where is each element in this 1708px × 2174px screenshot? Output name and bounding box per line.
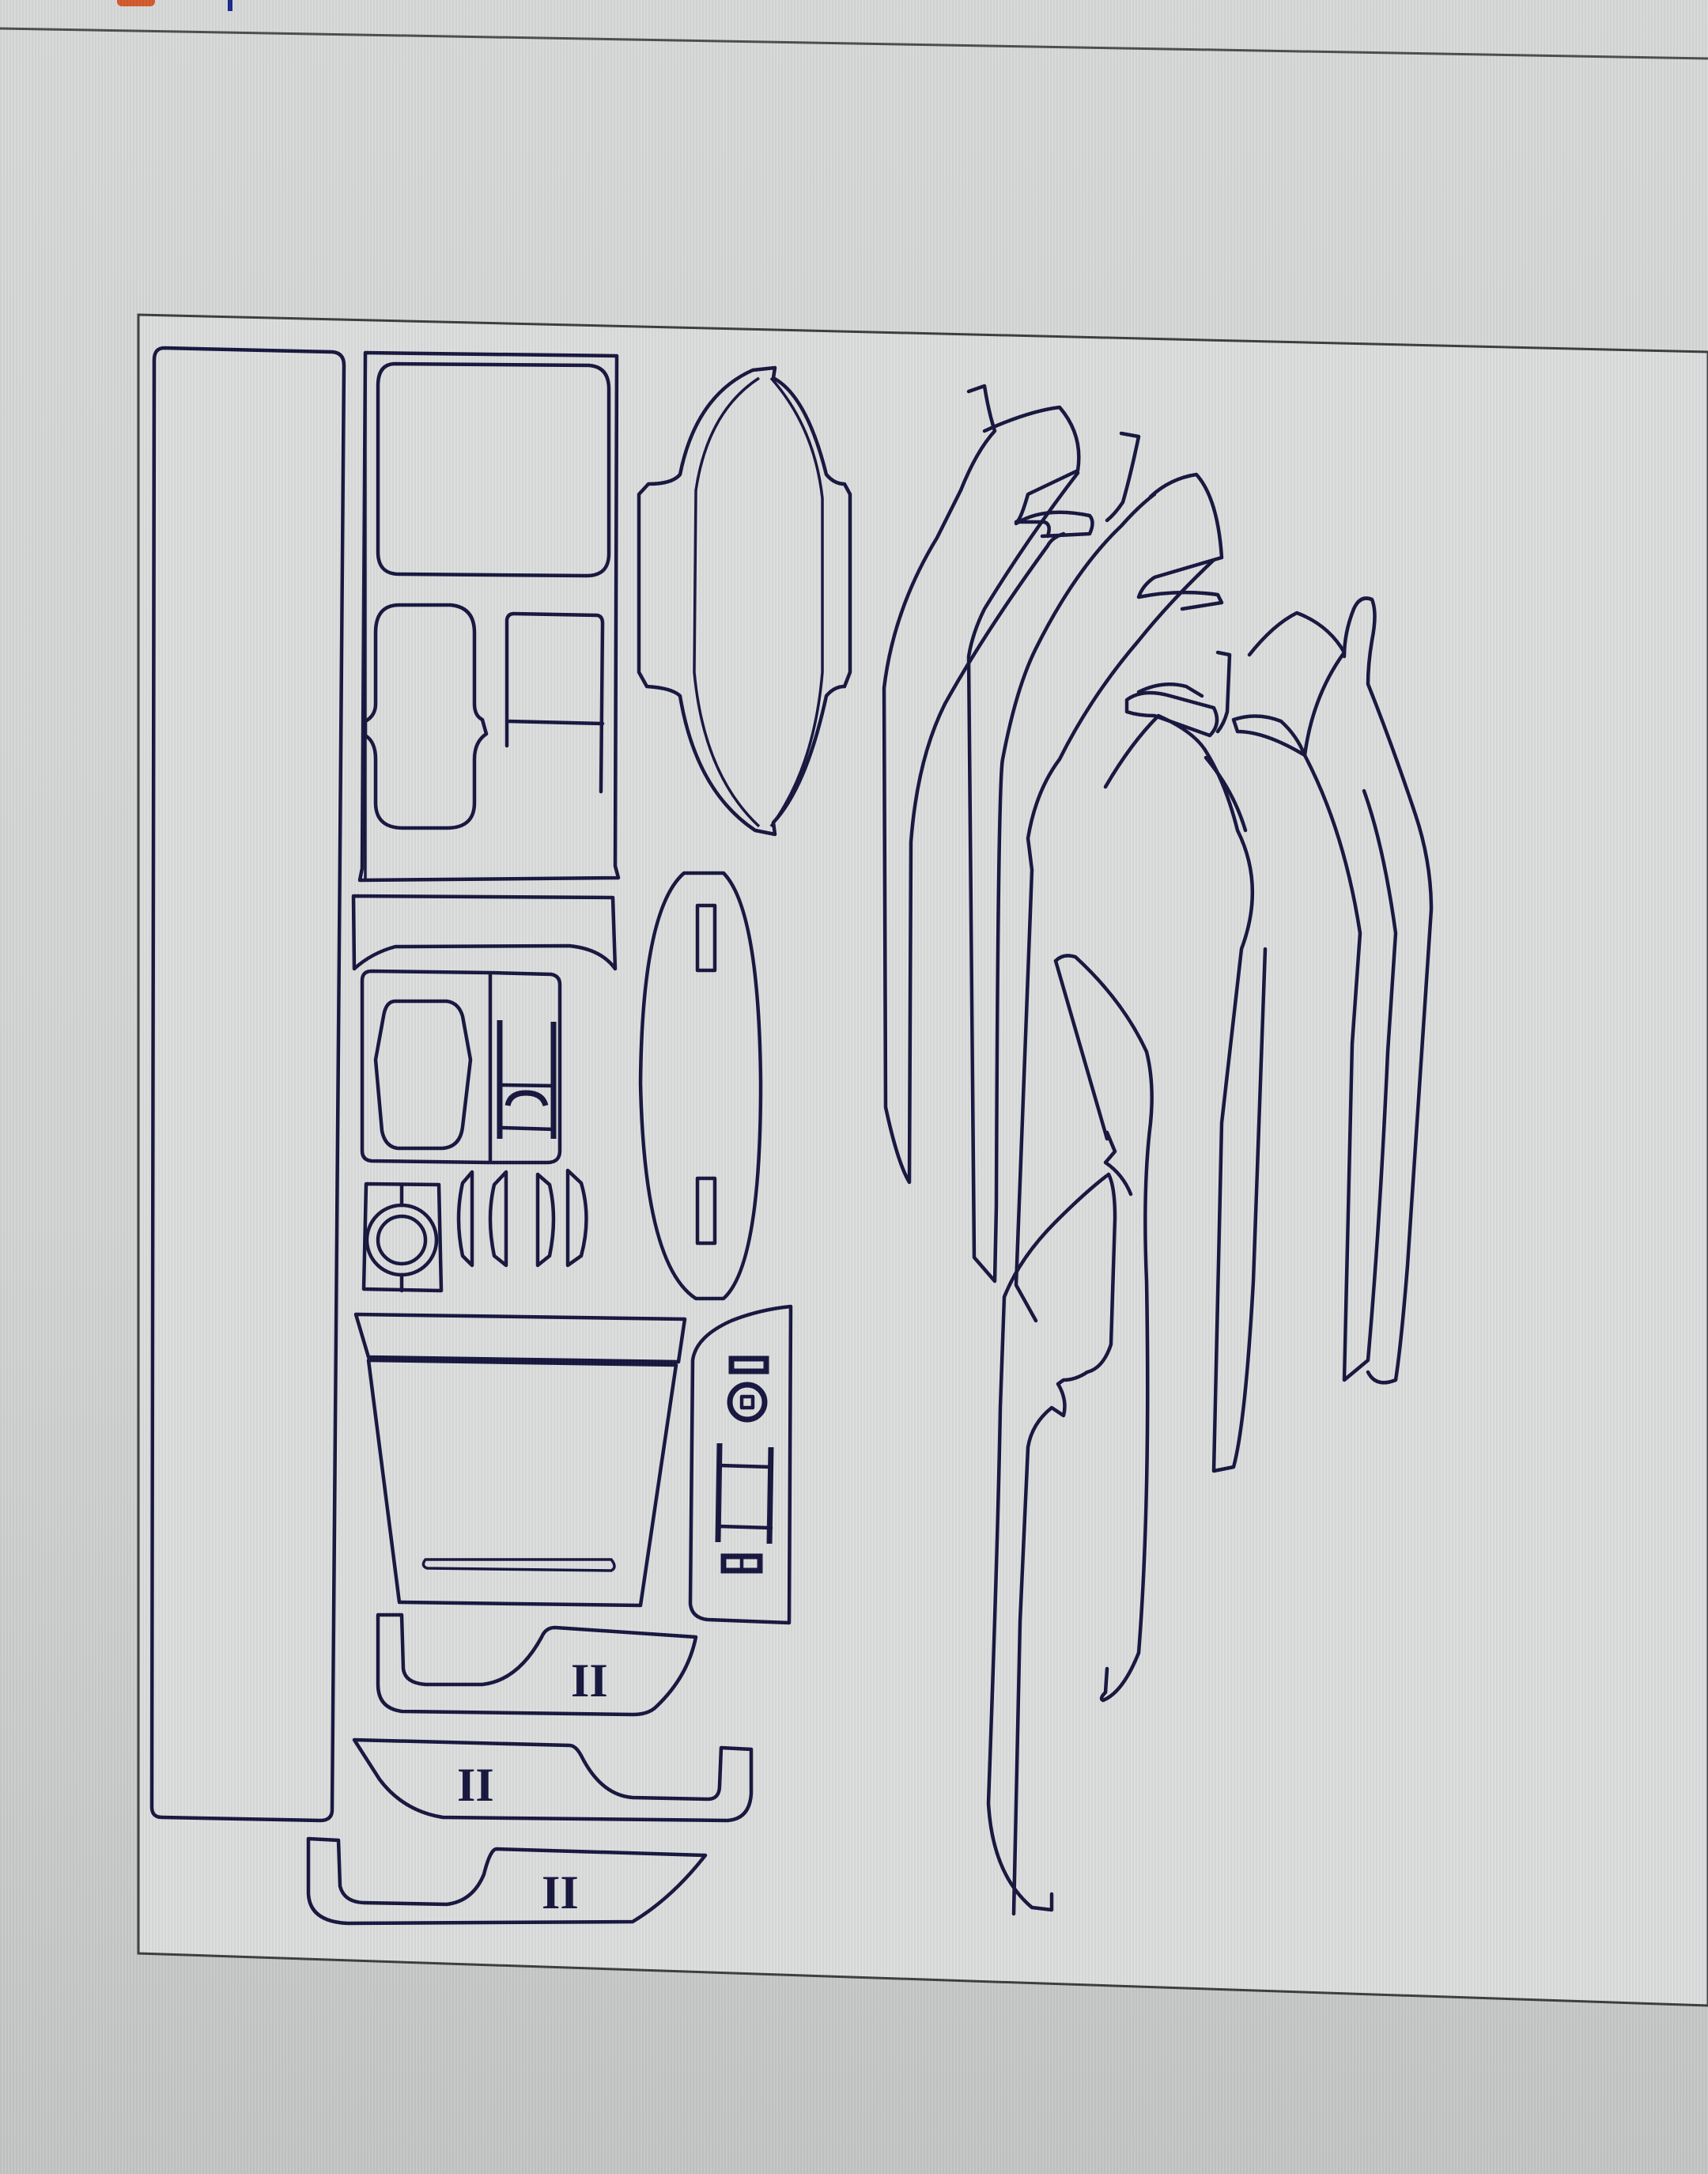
console-side-bracket (504, 611, 605, 794)
door-trim-1[interactable] (882, 384, 1066, 1185)
vent-slot-1 (456, 1170, 474, 1268)
knob-plate-piece[interactable] (361, 1182, 444, 1293)
door-trim-6[interactable] (1342, 596, 1434, 1385)
page-frame (137, 313, 1708, 2007)
console-block-piece[interactable] (357, 350, 621, 883)
handle-3-label: II (542, 1866, 579, 1919)
door-handle-piece-1[interactable]: II (376, 1613, 698, 1717)
handle-2-label: II (457, 1759, 494, 1811)
door-trim-7[interactable] (1053, 954, 1154, 1703)
door-handle-piece-2[interactable]: II (352, 1737, 754, 1823)
handle-1-label: II (571, 1654, 608, 1707)
cup-holder-cutout (363, 603, 489, 830)
toolbar-separator (0, 27, 1708, 60)
text-cursor-icon (228, 0, 232, 11)
app-toolbar-strip (0, 0, 1708, 55)
oval-bezel-piece[interactable] (637, 365, 852, 837)
trapezoid-panel-piece[interactable] (353, 1312, 687, 1608)
console-crossbar-piece[interactable] (351, 894, 618, 971)
door-trim-3[interactable] (1014, 431, 1224, 1323)
left-strip-piece[interactable] (149, 346, 346, 1823)
vent-slots[interactable] (456, 1168, 588, 1268)
oval-plate-piece[interactable] (638, 871, 763, 1301)
vent-slot-4 (565, 1168, 588, 1268)
door-trim-5[interactable] (1215, 611, 1398, 1382)
door-handle-piece-3[interactable]: II (306, 1836, 708, 1926)
gear-surround-piece[interactable] (360, 969, 562, 1165)
vent-slot-2 (488, 1170, 508, 1268)
window-switch-panel-piece[interactable] (688, 1304, 793, 1625)
console-top-panel (376, 361, 611, 578)
orange-app-icon[interactable] (117, 0, 155, 6)
door-trim-2[interactable] (966, 405, 1157, 1284)
door-trim-8[interactable] (986, 1172, 1117, 1916)
vent-slot-3 (535, 1172, 556, 1268)
door-trim-4[interactable] (1103, 682, 1268, 1473)
